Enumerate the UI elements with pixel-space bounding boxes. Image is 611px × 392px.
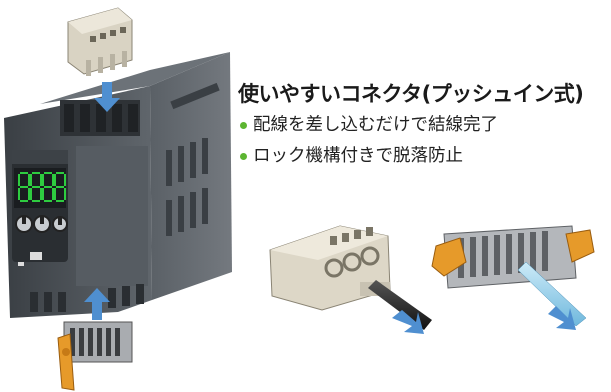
feature-item: 配線を差し込むだけで結線完了 bbox=[240, 110, 498, 141]
bottom-connector bbox=[57, 321, 133, 391]
feature-item: ロック機構付きで脱落防止 bbox=[240, 141, 498, 172]
detail-connector-right bbox=[431, 225, 595, 327]
bullet-icon bbox=[240, 122, 247, 129]
wire-insert-arrow-left bbox=[392, 310, 424, 334]
detail-connector-left bbox=[269, 225, 432, 330]
feature-title: 使いやすいコネクタ(プッシュイン式) bbox=[238, 82, 584, 106]
device-body bbox=[4, 52, 232, 318]
bullet-icon bbox=[240, 153, 247, 160]
top-connector bbox=[67, 7, 133, 76]
feature-text: 配線を差し込むだけで結線完了 bbox=[253, 115, 498, 135]
feature-list: 配線を差し込むだけで結線完了 ロック機構付きで脱落防止 bbox=[240, 110, 498, 172]
insert-arrow-bottom bbox=[84, 288, 110, 320]
wire-insert-arrow-right bbox=[548, 306, 576, 330]
device-display bbox=[18, 172, 66, 202]
insert-arrow-top bbox=[94, 82, 120, 112]
feature-text: ロック機構付きで脱落防止 bbox=[253, 146, 463, 166]
